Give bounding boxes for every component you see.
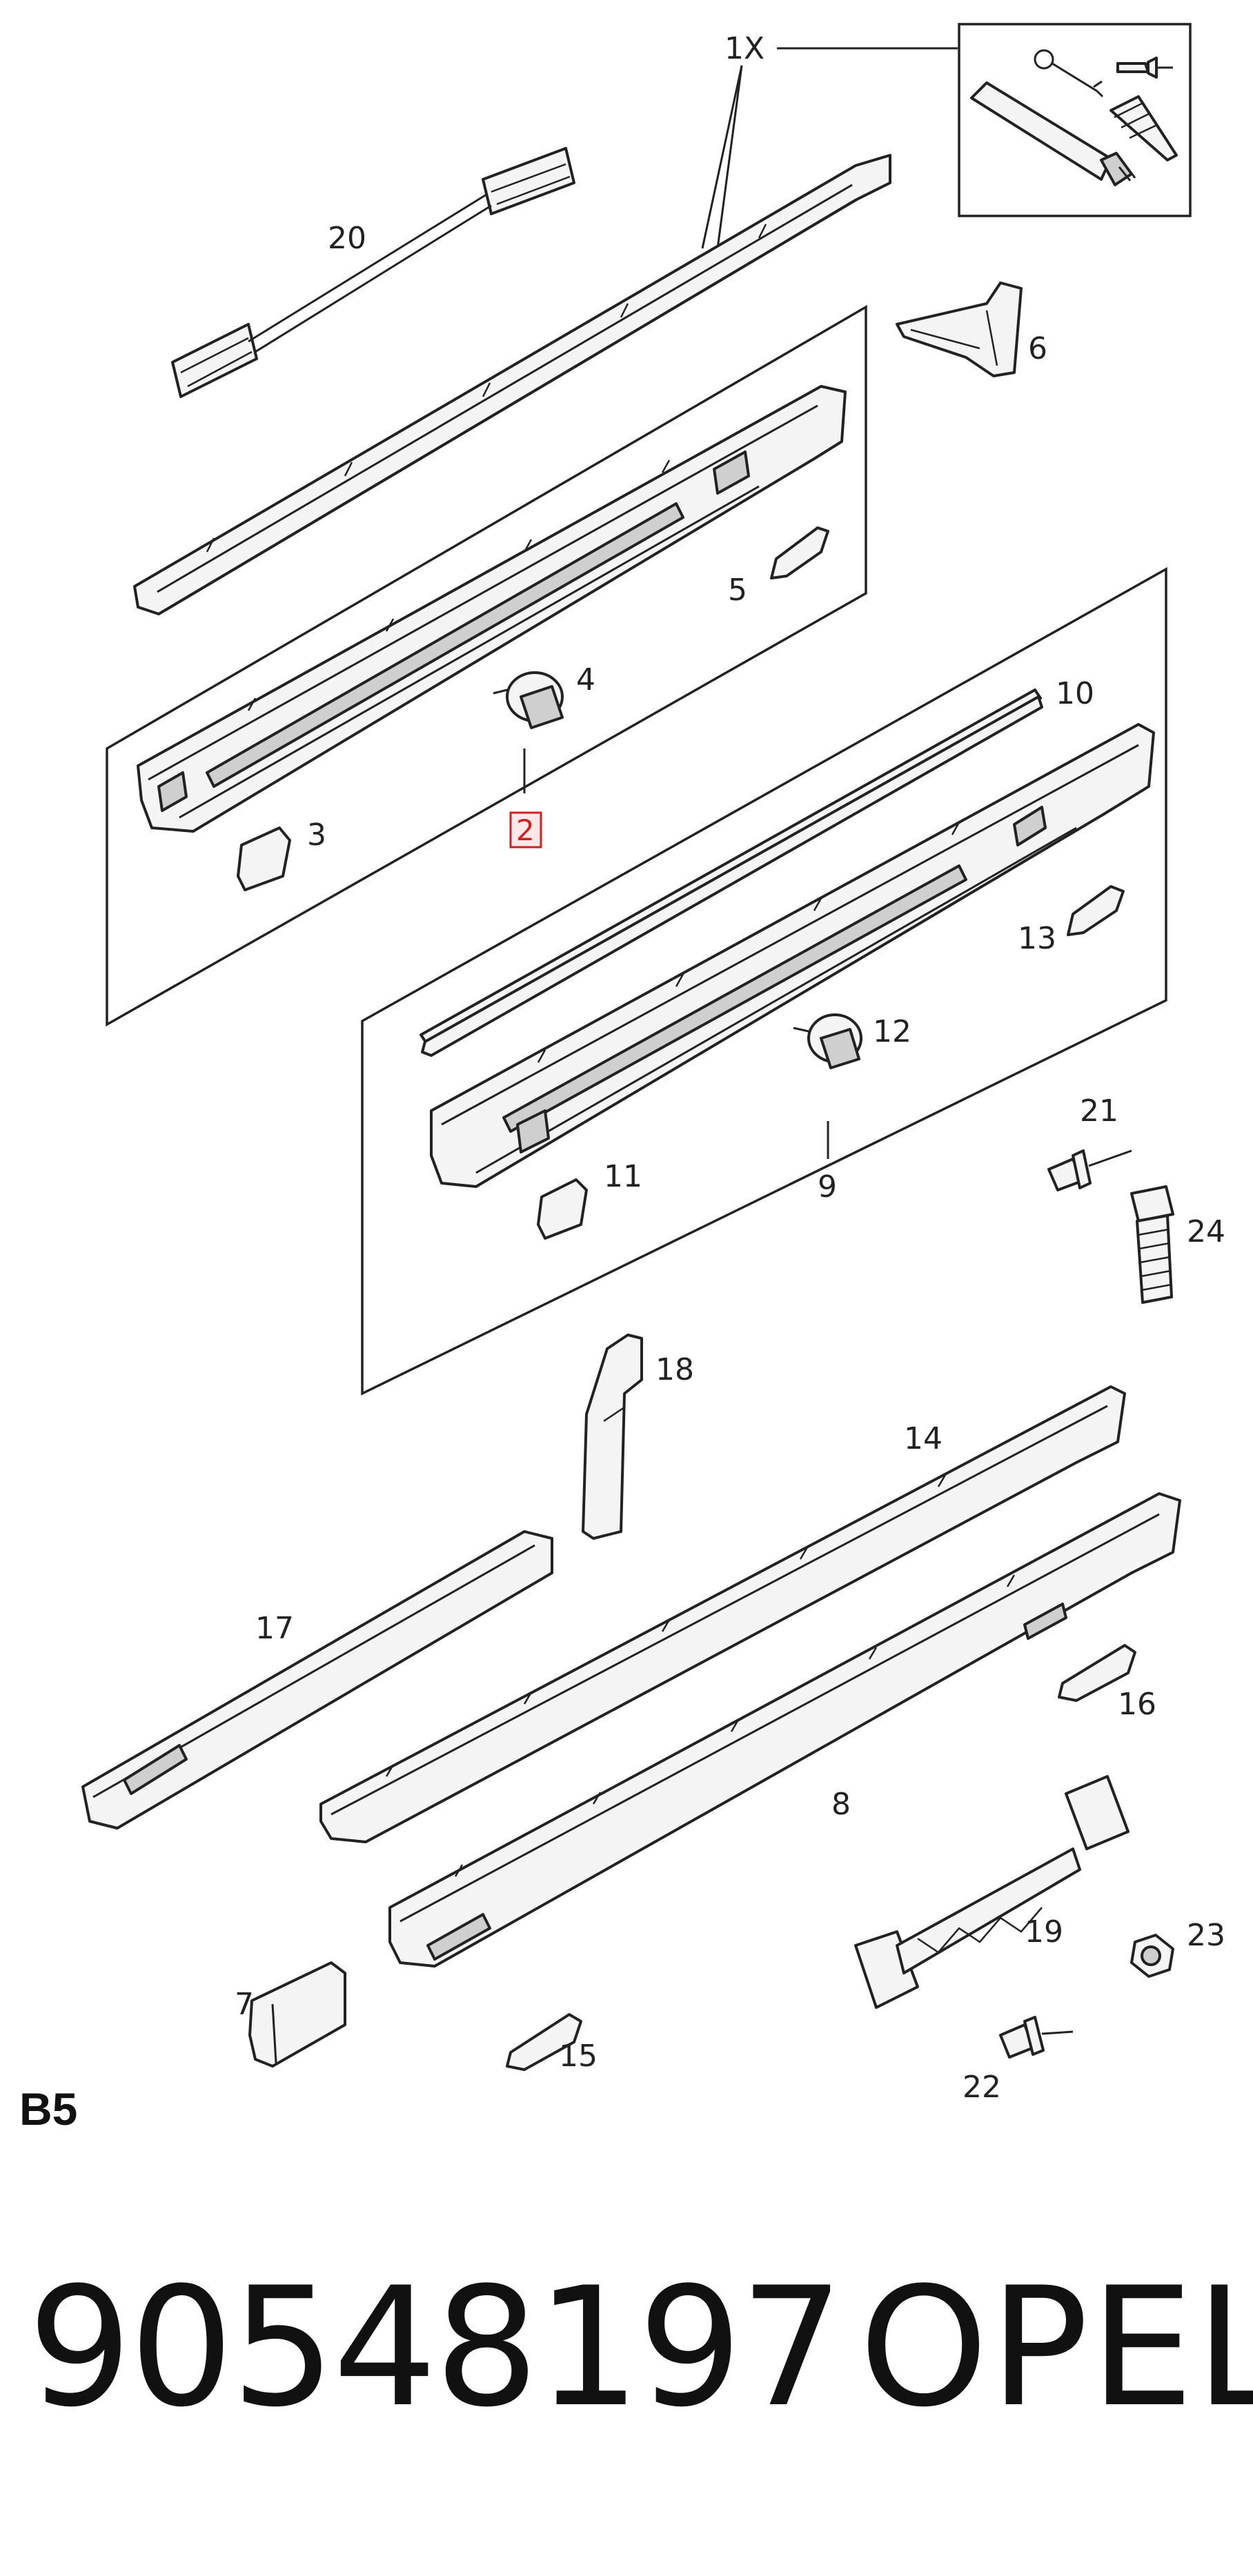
callout-18: 18: [655, 1352, 694, 1387]
callout-8: 8: [831, 1787, 851, 1822]
callout-5: 5: [728, 573, 747, 608]
part-20-mounting-rail: [171, 147, 575, 398]
part-21-pin: [1047, 1149, 1132, 1191]
callout-23: 23: [1187, 1918, 1225, 1953]
part-6-bracket: [896, 281, 1023, 377]
callout-10: 10: [1056, 676, 1094, 711]
callout-20: 20: [328, 221, 366, 256]
callout-2: 2: [516, 813, 535, 847]
part-7-end-cap: [248, 1961, 346, 2068]
part-2-side-sill: [137, 385, 847, 833]
kit-frame-9: [361, 567, 1167, 1396]
part-19-rail: [854, 1775, 1129, 2009]
part-23-nut: [1130, 1934, 1174, 1978]
callout-15: 15: [559, 2039, 598, 2074]
callout-2-highlighted: 2: [509, 811, 542, 849]
callout-13: 13: [1018, 921, 1056, 956]
part-17-trim: [81, 1530, 553, 1830]
callout-9: 9: [818, 1169, 837, 1205]
part-10-strip: [420, 688, 1043, 1057]
brand-name: OPEL: [859, 2252, 1253, 2444]
kit-box: [958, 23, 1192, 217]
part-11-cap: [537, 1178, 588, 1240]
leader-1x-left2: [716, 65, 743, 249]
callout-19: 19: [1025, 1914, 1063, 1950]
part-4-clip: [493, 671, 564, 729]
leader-1x-left: [701, 65, 743, 249]
callout-6: 6: [1028, 331, 1047, 366]
callout-7: 7: [235, 1987, 254, 2022]
part-15-cap: [506, 2013, 582, 2071]
kit-key-part: [1034, 49, 1104, 98]
callout-12: 12: [873, 1014, 911, 1049]
callout-14: 14: [904, 1421, 943, 1456]
kit-frame-2: [106, 304, 867, 1027]
callout-22: 22: [963, 2070, 1001, 2105]
part-13-cap: [1067, 885, 1125, 936]
callout-4: 4: [576, 662, 595, 697]
part-number: 90548197: [28, 2252, 844, 2444]
part-18-trim: [582, 1334, 643, 1540]
part-22-pin: [999, 2016, 1074, 2059]
part-24-fastener: [1130, 1185, 1174, 1304]
callout-16: 16: [1118, 1687, 1156, 1722]
callout-24: 24: [1187, 1214, 1225, 1249]
kit-adhesive-tube: [970, 81, 1136, 186]
callout-3: 3: [307, 818, 326, 853]
part-1x-sill-trim: [133, 154, 891, 615]
callout-17: 17: [255, 1611, 294, 1646]
kit-nozzle: [1109, 95, 1178, 161]
section-code: B5: [19, 2083, 77, 2134]
part-3-cap: [237, 826, 291, 891]
callout-1x: 1X: [724, 31, 764, 66]
callout-11: 11: [604, 1159, 642, 1194]
part-14-sill: [319, 1385, 1126, 1843]
callout-21: 21: [1080, 1093, 1118, 1129]
part-5-cap: [770, 526, 829, 579]
part-12-clip: [793, 1013, 862, 1069]
part-9-side-sill: [430, 723, 1155, 1188]
part-8-sill: [388, 1492, 1181, 1968]
kit-pin-part: [1116, 57, 1173, 79]
part-16-cap: [1058, 1644, 1136, 1702]
